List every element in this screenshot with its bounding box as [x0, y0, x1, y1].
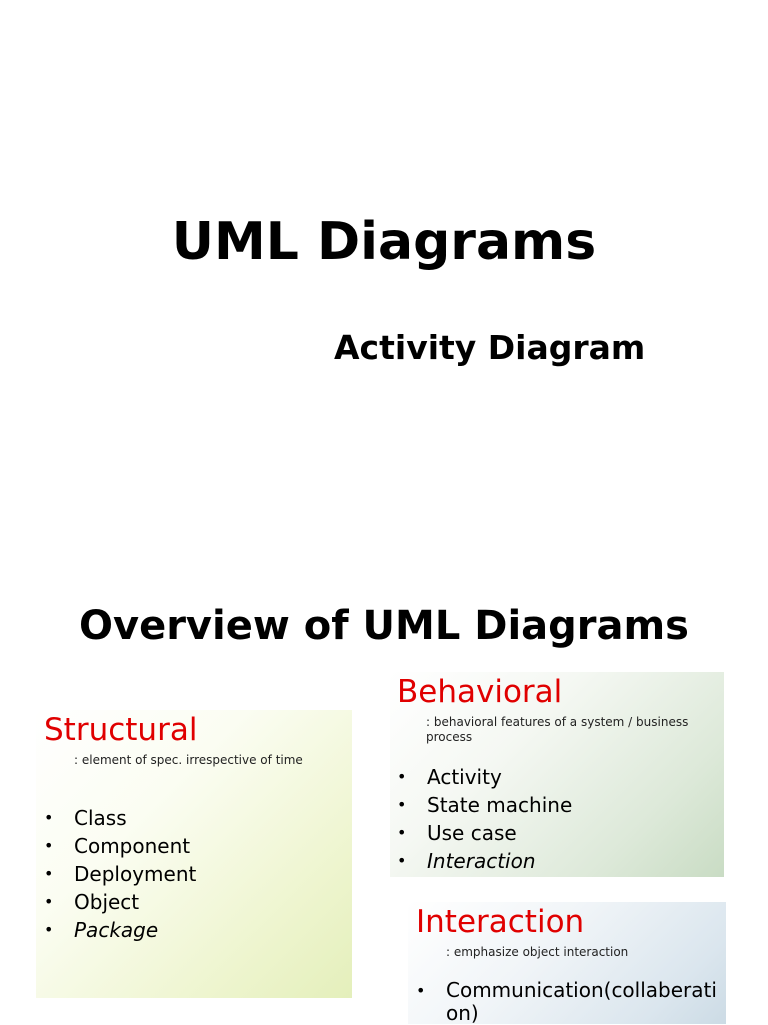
list-item: •State machine — [397, 793, 573, 817]
bullet-icon: • — [397, 767, 407, 786]
list-item: •Package — [44, 918, 159, 942]
slide-subtitle: Activity Diagram — [334, 328, 646, 367]
overview-title: Overview of UML Diagrams — [79, 603, 689, 649]
behavioral-box: Behavioral : behavioral features of a sy… — [390, 672, 724, 877]
bullet-icon: • — [416, 981, 426, 1000]
bullet-icon: • — [397, 823, 407, 842]
list-item: •Communication(collaberati on) — [416, 978, 717, 1025]
bullet-icon: • — [44, 920, 54, 939]
structural-box: Structural : element of spec. irrespecti… — [36, 710, 352, 998]
bullet-icon: • — [397, 851, 407, 870]
interaction-list: •Communication(collaberati on) — [416, 978, 717, 1025]
list-item: •Class — [44, 806, 127, 830]
behavioral-note: : behavioral features of a system / busi… — [426, 715, 689, 744]
behavioral-list: •Activity •State machine •Use case •Inte… — [397, 763, 572, 875]
bullet-icon: • — [44, 864, 54, 883]
list-item: •Activity — [397, 765, 502, 789]
bullet-icon: • — [397, 795, 407, 814]
bullet-icon: • — [44, 892, 54, 911]
list-item: •Use case — [397, 821, 517, 845]
behavioral-heading: Behavioral — [397, 674, 563, 710]
interaction-heading: Interaction — [416, 904, 585, 940]
list-item: •Interaction — [397, 849, 536, 873]
list-item: •Deployment — [44, 862, 197, 886]
list-item: •Component — [44, 834, 191, 858]
bullet-icon: • — [44, 808, 54, 827]
structural-list: •Class •Component •Deployment •Object •P… — [44, 804, 196, 944]
slide-title: UML Diagrams — [171, 212, 597, 272]
structural-heading: Structural — [44, 712, 198, 748]
bullet-icon: • — [44, 836, 54, 855]
structural-note: : element of spec. irrespective of time — [74, 753, 303, 767]
list-item: •Object — [44, 890, 140, 914]
interaction-box: Interaction : emphasize object interacti… — [408, 902, 726, 1025]
interaction-note: : emphasize object interaction — [446, 945, 629, 959]
